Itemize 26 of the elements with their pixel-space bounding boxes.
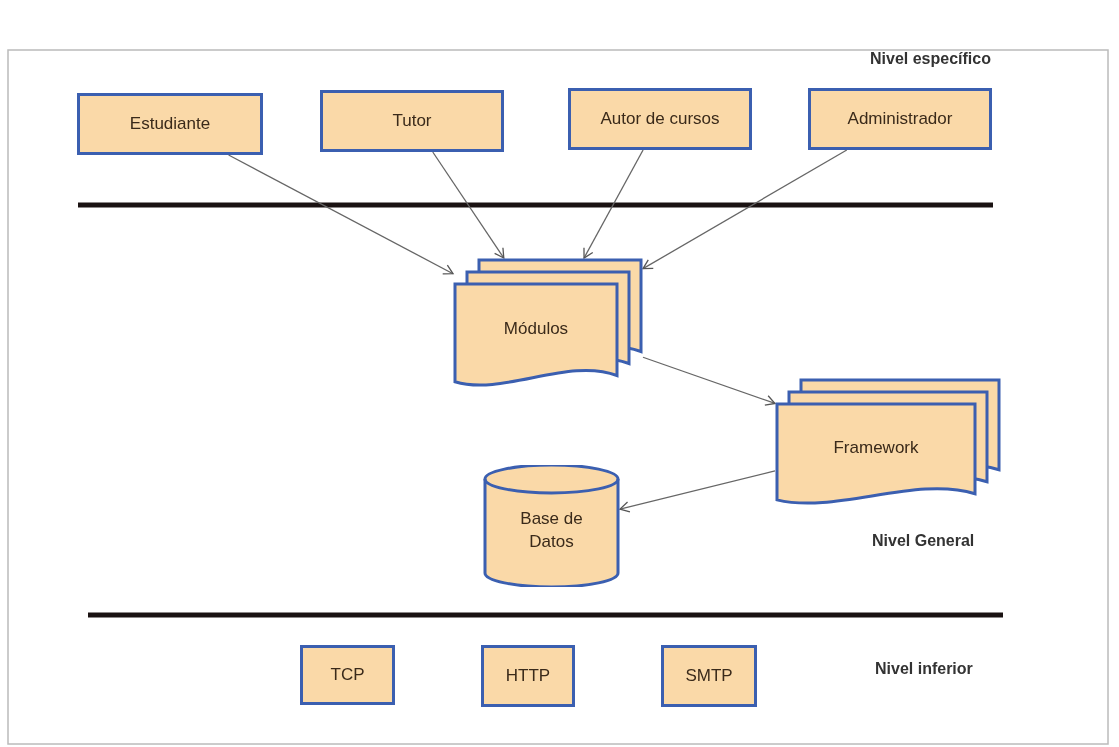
node-label: HTTP	[505, 664, 551, 687]
node-label: Módulos	[502, 318, 570, 340]
node-label: SMTP	[685, 664, 733, 687]
arrow	[642, 149, 848, 270]
process-box	[481, 645, 575, 707]
arrow	[619, 470, 776, 513]
node-label: Framework	[832, 437, 920, 459]
arrow	[227, 154, 454, 275]
process-box	[661, 645, 757, 707]
level-label: Nivel General	[872, 532, 975, 550]
node-label: Autor de cursos	[600, 107, 720, 130]
process-box	[320, 90, 504, 152]
process-box	[568, 88, 752, 150]
node-label: Base de Datos	[519, 508, 584, 553]
level-label: Nivel inferior	[875, 660, 973, 678]
node-label: Administrador	[847, 107, 953, 130]
node-label: Tutor	[392, 109, 432, 132]
level-label: Nivel específico	[870, 50, 991, 68]
process-box	[77, 93, 263, 155]
node-label: Estudiante	[129, 112, 211, 135]
arrow	[642, 356, 776, 406]
process-box	[808, 88, 992, 150]
arrow	[432, 151, 505, 259]
arrow	[583, 149, 644, 259]
process-box	[300, 645, 395, 705]
node-label: TCP	[330, 663, 365, 686]
